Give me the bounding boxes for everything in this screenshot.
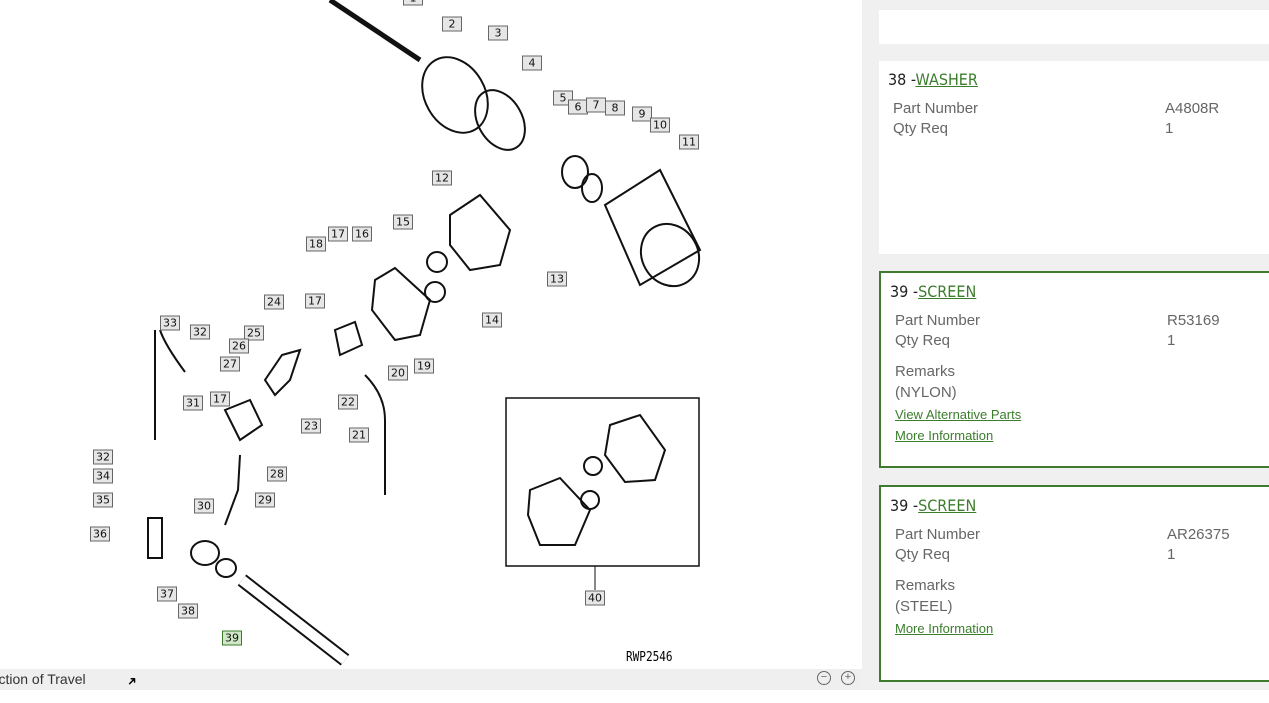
part-card: 38 -WASHER Part Number A4808R Qty Req 1 bbox=[879, 61, 1269, 254]
part-name-link[interactable]: SCREEN bbox=[918, 282, 977, 301]
part-name-link[interactable]: SCREEN bbox=[918, 496, 977, 515]
callout-14[interactable]: 14 bbox=[482, 312, 502, 328]
callout-28[interactable]: 28 bbox=[267, 466, 287, 482]
callout-33[interactable]: 33 bbox=[160, 315, 180, 331]
remarks-value: (NYLON) bbox=[895, 384, 957, 401]
parts-diagram[interactable]: 1234567891011121314151617181920212223242… bbox=[0, 0, 862, 669]
part-card-empty bbox=[879, 10, 1269, 44]
callout-2[interactable]: 2 bbox=[442, 16, 462, 32]
qty-value: 1 bbox=[1167, 332, 1176, 349]
remarks-label: Remarks bbox=[895, 363, 956, 380]
callout-18[interactable]: 18 bbox=[306, 236, 326, 252]
part-number-label: Part Number bbox=[895, 526, 981, 543]
zoom-in-icon[interactable]: + bbox=[841, 671, 855, 685]
callout-20[interactable]: 20 bbox=[388, 365, 408, 381]
callout-27[interactable]: 27 bbox=[220, 356, 240, 372]
callout-37[interactable]: 37 bbox=[157, 586, 177, 602]
callout-30[interactable]: 30 bbox=[194, 498, 214, 514]
more-information-link[interactable]: More Information bbox=[895, 428, 994, 443]
callout-17[interactable]: 17 bbox=[305, 293, 325, 309]
callout-9[interactable]: 9 bbox=[632, 106, 652, 122]
callout-16[interactable]: 16 bbox=[352, 226, 372, 242]
part-number-value: AR26375 bbox=[1167, 526, 1230, 543]
remarks-value: (STEEL) bbox=[895, 598, 953, 615]
qty-label: Qty Req bbox=[893, 120, 949, 137]
callout-15[interactable]: 15 bbox=[393, 214, 413, 230]
part-number-index: 39 - bbox=[890, 496, 919, 515]
callout-29[interactable]: 29 bbox=[255, 492, 275, 508]
part-number-label: Part Number bbox=[895, 312, 981, 329]
remarks-label: Remarks bbox=[895, 577, 956, 594]
callout-24[interactable]: 24 bbox=[264, 294, 284, 310]
callout-39[interactable]: 39 bbox=[222, 630, 242, 646]
part-card-selected: 39 -SCREEN Part Number R53169 Qty Req 1 … bbox=[879, 271, 1269, 468]
exploded-view-drawing bbox=[147, 0, 702, 666]
callout-19[interactable]: 19 bbox=[414, 358, 434, 374]
callout-13[interactable]: 13 bbox=[547, 271, 567, 287]
part-card-selected: 39 -SCREEN Part Number AR26375 Qty Req 1… bbox=[879, 485, 1269, 682]
callout-25[interactable]: 25 bbox=[244, 325, 264, 341]
qty-label: Qty Req bbox=[895, 332, 951, 349]
parts-list-panel[interactable]: 38 -WASHER Part Number A4808R Qty Req 1 … bbox=[862, 0, 1269, 690]
qty-label: Qty Req bbox=[895, 546, 951, 563]
callout-22[interactable]: 22 bbox=[338, 394, 358, 410]
callout-31[interactable]: 31 bbox=[183, 395, 203, 411]
qty-value: 1 bbox=[1167, 546, 1176, 563]
callout-21[interactable]: 21 bbox=[349, 427, 369, 443]
part-number-value: R53169 bbox=[1167, 312, 1220, 329]
more-information-link[interactable]: More Information bbox=[895, 621, 994, 636]
callout-35[interactable]: 35 bbox=[93, 492, 113, 508]
callout-11[interactable]: 11 bbox=[679, 134, 699, 150]
callout-10[interactable]: 10 bbox=[650, 117, 670, 133]
callout-12[interactable]: 12 bbox=[432, 170, 452, 186]
view-alternative-parts-link[interactable]: View Alternative Parts bbox=[895, 407, 1022, 422]
part-name-link[interactable]: WASHER bbox=[915, 70, 978, 89]
direction-of-travel-label: rection of Travel bbox=[0, 671, 86, 687]
callout-36[interactable]: 36 bbox=[90, 526, 110, 542]
callout-26[interactable]: 26 bbox=[229, 338, 249, 354]
callout-1[interactable]: 1 bbox=[403, 0, 423, 6]
callout-38[interactable]: 38 bbox=[178, 603, 198, 619]
qty-value: 1 bbox=[1165, 120, 1174, 137]
callout-3[interactable]: 3 bbox=[488, 25, 508, 41]
callout-8[interactable]: 8 bbox=[605, 100, 625, 116]
part-number-label: Part Number bbox=[893, 100, 979, 117]
callout-32[interactable]: 32 bbox=[190, 324, 210, 340]
part-number-index: 39 - bbox=[890, 282, 919, 301]
callout-17[interactable]: 17 bbox=[328, 226, 348, 242]
callout-23[interactable]: 23 bbox=[301, 418, 321, 434]
callout-40[interactable]: 40 bbox=[585, 590, 605, 606]
part-number-value: A4808R bbox=[1165, 100, 1220, 117]
callout-7[interactable]: 7 bbox=[586, 97, 606, 113]
callout-32[interactable]: 32 bbox=[93, 449, 113, 465]
callout-34[interactable]: 34 bbox=[93, 468, 113, 484]
callout-4[interactable]: 4 bbox=[522, 55, 542, 71]
direction-arrow-icon: ➜ bbox=[123, 672, 141, 690]
drawing-id: RWP2546 bbox=[626, 650, 673, 665]
callout-6[interactable]: 6 bbox=[568, 99, 588, 115]
callout-17[interactable]: 17 bbox=[210, 391, 230, 407]
part-number-index: 38 - bbox=[888, 70, 916, 89]
diagram-toolbar: rection of Travel ➜ − + bbox=[0, 669, 862, 690]
zoom-out-icon[interactable]: − bbox=[817, 671, 831, 685]
